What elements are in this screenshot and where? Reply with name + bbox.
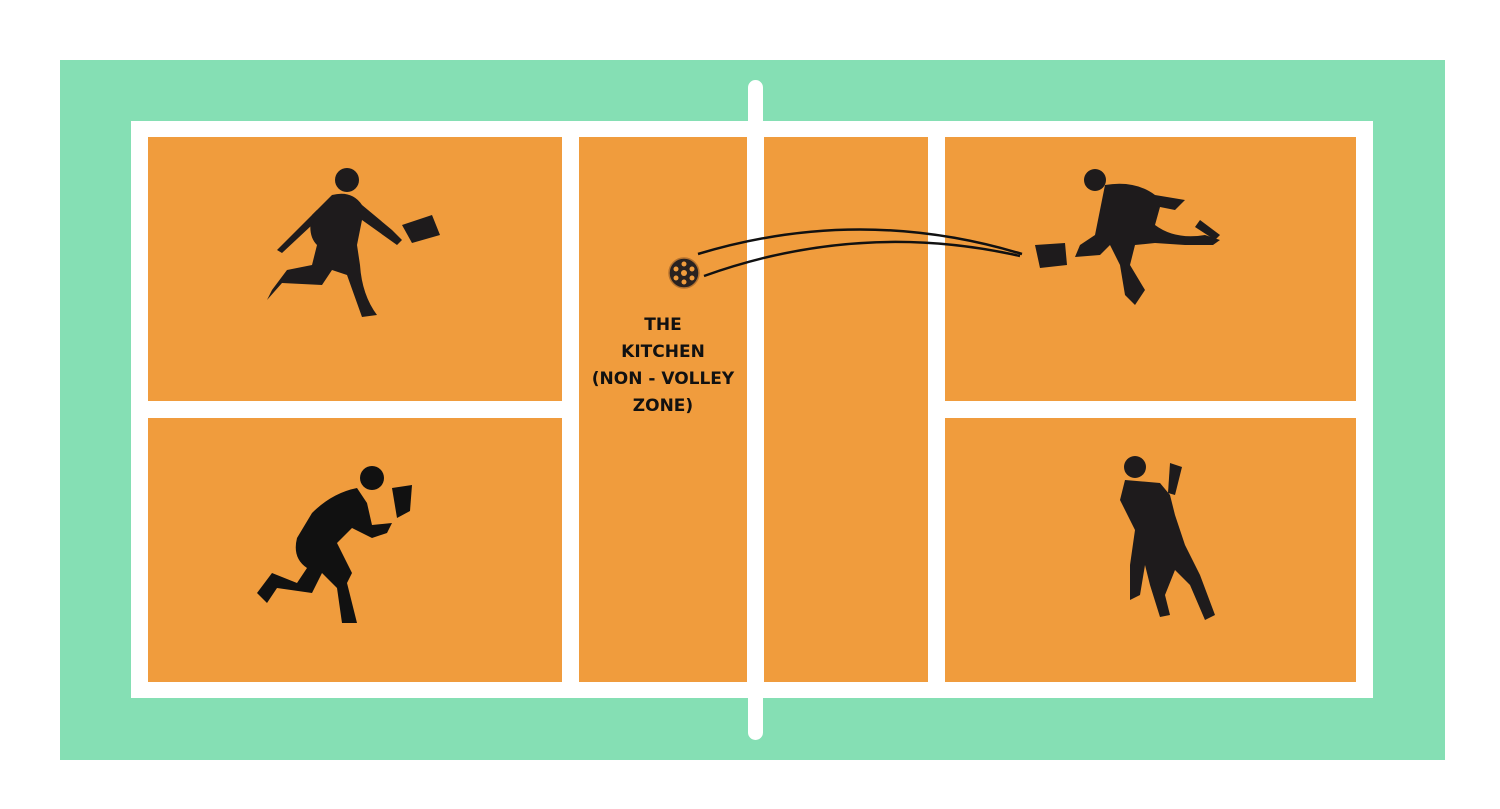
kitchen-label-line2: KITCHEN — [621, 342, 705, 362]
pickleball-ball-icon — [668, 257, 700, 289]
kitchen-label-line1: THE — [644, 315, 682, 335]
player-silhouette-icon — [1035, 169, 1220, 305]
right-kitchen-zone — [764, 137, 928, 682]
player-silhouette-icon — [257, 466, 412, 623]
player-silhouette-icon — [267, 168, 440, 317]
left-service-box-bottom — [148, 418, 562, 682]
player-silhouette-icon — [1120, 456, 1215, 620]
left-kitchen-zone — [579, 137, 747, 682]
kitchen-label-line3: (NON - VOLLEY — [591, 369, 735, 389]
kitchen-label-line4: ZONE) — [632, 396, 694, 416]
right-service-box-top — [945, 137, 1356, 401]
kitchen-label: THE KITCHEN (NON - VOLLEY ZONE) — [579, 312, 747, 420]
net-line — [748, 80, 763, 740]
